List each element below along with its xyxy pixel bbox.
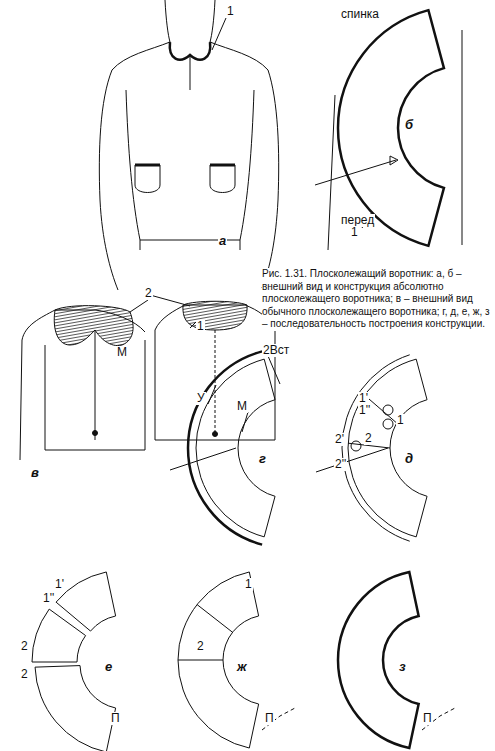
pattern-line bbox=[170, 448, 236, 470]
pattern-line bbox=[338, 10, 444, 246]
panel-letter: в bbox=[30, 466, 40, 480]
callout-label: П bbox=[264, 712, 275, 725]
pattern-line bbox=[32, 609, 86, 662]
panel-letter: д bbox=[404, 452, 414, 466]
blouse-figure-v bbox=[20, 295, 275, 460]
dress-figure-a bbox=[99, 0, 278, 290]
callout-label: 2 bbox=[20, 668, 29, 681]
pattern-line bbox=[268, 356, 280, 384]
callout-label: П bbox=[422, 712, 433, 725]
panel-letter: з bbox=[398, 660, 407, 674]
pattern-line bbox=[35, 666, 116, 751]
panel-letter: е bbox=[104, 660, 113, 674]
pattern-line bbox=[56, 572, 116, 631]
callout-label: 2'' bbox=[334, 458, 347, 471]
pattern-line bbox=[178, 572, 259, 748]
panel-letter: а bbox=[218, 234, 227, 248]
point-mark bbox=[383, 405, 393, 415]
point-mark bbox=[383, 419, 393, 429]
callout-label: 1'' bbox=[358, 404, 371, 417]
pattern-line bbox=[342, 355, 410, 541]
pattern-line bbox=[422, 708, 455, 730]
callout-label: 1 bbox=[396, 414, 405, 427]
callout-label: 2 bbox=[144, 287, 153, 300]
callout-label: 2' bbox=[334, 433, 345, 446]
pattern-line bbox=[316, 448, 388, 472]
callout-label: 1 bbox=[350, 226, 359, 239]
figure-caption: Рис. 1.31. Плосколежащий воротник: а, б … bbox=[262, 268, 490, 331]
panel-letter: б bbox=[404, 118, 414, 132]
panel-letter: ж bbox=[236, 660, 248, 674]
callout-label: 1'' bbox=[42, 592, 55, 605]
callout-label: 1 bbox=[244, 578, 253, 591]
pattern-line bbox=[262, 708, 295, 730]
panel-letter: г bbox=[258, 452, 267, 466]
pattern-line bbox=[390, 156, 398, 165]
callout-label: М bbox=[236, 400, 248, 413]
pattern-line bbox=[208, 385, 216, 404]
callout-label: 1' bbox=[54, 578, 65, 591]
pattern-line bbox=[338, 572, 419, 748]
callout-label: 2 bbox=[20, 640, 29, 653]
pattern-line bbox=[188, 351, 262, 544]
callout-label: 2 bbox=[196, 640, 205, 653]
callout-label: У bbox=[196, 392, 206, 405]
pattern-line bbox=[178, 660, 223, 661]
callout-label: 1 bbox=[196, 320, 205, 333]
collar-patterns bbox=[32, 10, 455, 751]
callout-label: М bbox=[116, 346, 128, 359]
callout-label: П bbox=[110, 712, 121, 725]
callout-label: 2Вст bbox=[262, 344, 290, 357]
callout-label: спинка bbox=[340, 8, 380, 21]
point-mark bbox=[351, 441, 361, 451]
callout-label: 2 bbox=[364, 432, 373, 445]
pattern-line bbox=[315, 160, 396, 185]
pattern-line bbox=[242, 412, 248, 432]
callout-label: 1 bbox=[226, 5, 235, 18]
pattern-line bbox=[197, 605, 232, 633]
pattern-line bbox=[348, 359, 427, 537]
